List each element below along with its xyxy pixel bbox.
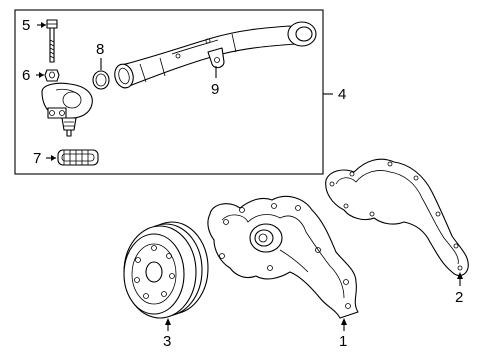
pipe-bracket	[207, 47, 225, 69]
callout-6-arrow	[39, 72, 44, 78]
callout-6: 6	[22, 67, 30, 84]
callout-5-arrow	[41, 22, 46, 28]
gasket-seal	[57, 149, 99, 166]
coolant-pipe	[114, 21, 317, 89]
callout-9: 9	[211, 81, 219, 98]
assembly-frame	[14, 9, 324, 175]
callout-4: 4	[338, 86, 346, 103]
callout-1-arrow	[341, 318, 347, 325]
callout-7-arrow	[51, 155, 56, 161]
callout-3: 3	[163, 333, 171, 350]
callout-2: 2	[455, 289, 463, 306]
callout-1: 1	[339, 333, 347, 350]
pump-gasket	[325, 158, 469, 277]
callout-7: 7	[33, 150, 41, 167]
water-pump	[207, 195, 359, 319]
thermostat-housing	[41, 82, 93, 137]
pump-pulley	[123, 221, 209, 319]
nut	[44, 69, 60, 82]
callout-3-arrow	[165, 318, 171, 325]
callout-2-arrow	[457, 272, 463, 279]
callout-8: 8	[96, 41, 104, 58]
bolt	[46, 19, 58, 63]
o-ring	[92, 70, 110, 90]
callout-5: 5	[22, 17, 30, 34]
